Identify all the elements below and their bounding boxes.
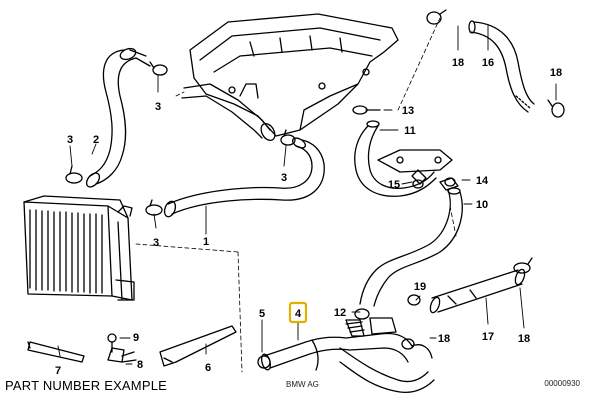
callout-10: 10 [476,199,488,211]
brand-mark: BMW AG [286,380,319,389]
hose-4-assembly [260,317,435,394]
callout-5: 5 [259,308,265,320]
hose-10 [359,187,463,307]
hose-clamps [65,9,565,369]
callout-4: 4 [295,308,302,320]
dashed-guides [135,17,457,373]
flange-plate [377,149,459,191]
callout-1: 1 [203,236,209,248]
leader-lines [57,25,557,365]
hose-2 [85,47,151,188]
callout-2: 2 [93,134,99,146]
callout-16: 16 [482,57,494,69]
callout-19: 19 [414,281,426,293]
callout-18c: 18 [438,333,450,345]
highlight-box-4 [288,301,308,324]
callout-7: 7 [55,365,61,377]
callout-15: 15 [388,179,400,191]
callout-13: 13 [402,105,414,117]
callout-3b: 3 [67,134,73,146]
radiator [23,195,135,301]
callout-18d: 18 [518,333,530,345]
callout-labels: 1 2 3 3 3 3 4 5 6 7 8 9 10 11 12 13 14 1… [55,57,562,377]
callout-3a: 3 [155,101,161,113]
item-6 [159,325,237,367]
callout-14: 14 [476,175,489,187]
drawing-code: 00000930 [544,379,580,388]
callout-3c: 3 [153,237,159,249]
engine-block [181,13,399,142]
callout-17: 17 [482,331,494,343]
callout-6: 6 [205,362,211,374]
callout-18a: 18 [452,57,464,69]
hose-16 [468,20,535,113]
hose-17 [429,268,526,314]
item-7 [27,341,85,363]
caption-text: PART NUMBER EXAMPLE [5,378,168,393]
callout-8: 8 [137,359,143,371]
callout-18b: 18 [550,67,562,79]
callout-12: 12 [334,307,346,319]
callout-11: 11 [404,125,416,137]
hose-1 [163,137,325,218]
callout-3d: 3 [281,172,287,184]
callout-9: 9 [133,332,139,344]
